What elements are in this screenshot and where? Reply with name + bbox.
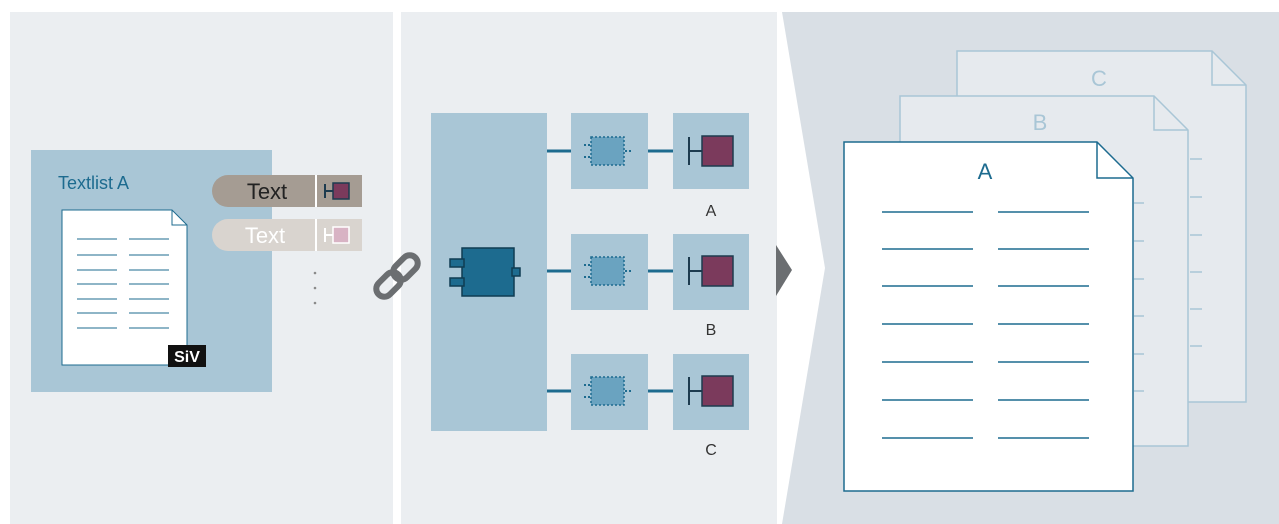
dashed-chip-icon [584, 376, 632, 406]
text-chip-faded-label: Text [245, 223, 285, 248]
dashed-chip-icon [584, 256, 632, 286]
device-mini-icon [324, 182, 350, 200]
device-row-label: B [706, 322, 717, 339]
text-chip-active: Text [212, 175, 362, 207]
device-row-label: A [706, 203, 717, 220]
chevron-right-icon [776, 245, 792, 296]
text-chip-label: Text [247, 179, 287, 204]
document-label: C [1091, 66, 1107, 91]
device-row-b: B [547, 234, 749, 339]
device-row-c: C [547, 354, 749, 459]
bracket-device-icon [688, 375, 734, 407]
bracket-device-icon [688, 135, 734, 167]
document-a: A [843, 141, 1134, 492]
plug-component-icon [449, 247, 521, 297]
device-row-label: C [705, 442, 717, 459]
text-chip-faded: Text [212, 219, 362, 251]
device-row-a: A [547, 113, 749, 220]
textlist-document-icon [61, 209, 188, 366]
device-mini-faded-icon [324, 226, 350, 244]
bracket-device-icon [688, 255, 734, 287]
dashed-chip-icon [584, 136, 632, 166]
document-label: B [1033, 110, 1048, 135]
vertical-ellipsis [313, 271, 317, 305]
siv-badge-bg [168, 345, 206, 367]
chain-link-icon [373, 252, 421, 300]
document-label: A [978, 159, 993, 184]
siv-badge-label: SiV [174, 349, 200, 366]
textlist-title: Textlist A [58, 173, 129, 193]
